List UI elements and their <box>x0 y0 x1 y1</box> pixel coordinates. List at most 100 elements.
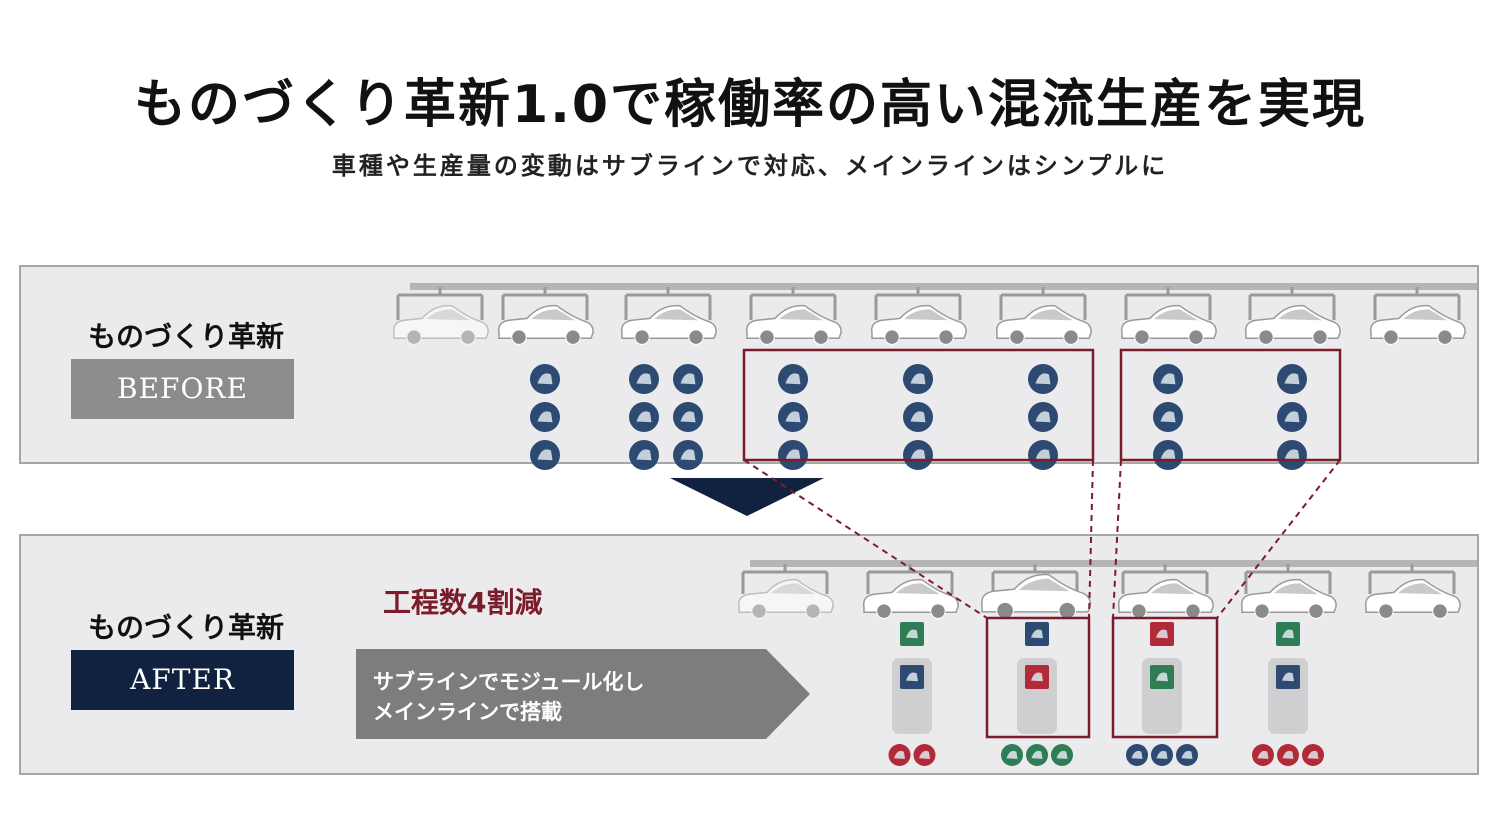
connector-line <box>1112 459 1122 619</box>
car-window <box>1274 583 1318 595</box>
car-window <box>1151 583 1195 595</box>
part-glyph <box>1284 411 1300 423</box>
part-icon <box>900 665 924 689</box>
part-glyph <box>1031 672 1043 682</box>
part-icon <box>530 364 560 394</box>
part-icon <box>913 744 936 766</box>
subline-arrow-text: サブラインでモジュール化し メインラインで搭載 <box>373 670 645 724</box>
part-icon <box>1302 744 1324 766</box>
part-glyph <box>906 629 918 639</box>
part-icon <box>903 364 933 394</box>
car-wheel <box>751 603 767 619</box>
part-glyph <box>1035 449 1051 461</box>
part-icon <box>530 440 560 470</box>
part-glyph <box>906 672 918 682</box>
part-icon <box>1176 744 1198 766</box>
part-icon <box>1028 402 1058 432</box>
car-window <box>1403 309 1447 321</box>
part-glyph <box>1307 750 1319 759</box>
car-body <box>745 304 842 339</box>
part-glyph <box>680 373 696 385</box>
before-label: ものづくり革新 <box>87 320 284 353</box>
part-glyph <box>1156 750 1168 759</box>
car-icon <box>497 304 594 345</box>
part-glyph <box>1284 373 1300 385</box>
car-wheel <box>1308 603 1324 619</box>
part-icon <box>673 364 703 394</box>
part-glyph <box>537 449 553 461</box>
part-glyph <box>537 411 553 423</box>
car-wheel <box>1134 329 1150 345</box>
car-window <box>531 309 575 321</box>
part-glyph <box>1160 449 1176 461</box>
car-window <box>1018 578 1070 592</box>
part-glyph <box>636 449 652 461</box>
part-glyph <box>1035 411 1051 423</box>
part-glyph <box>1131 750 1143 759</box>
part-icon <box>1151 744 1173 766</box>
car-body <box>392 304 489 339</box>
car-icon <box>1117 578 1214 619</box>
part-icon <box>903 402 933 432</box>
car-icon <box>392 304 489 345</box>
hanger <box>1248 287 1336 320</box>
connector-line <box>1088 459 1094 619</box>
part-glyph <box>1006 750 1018 759</box>
part-glyph <box>910 449 926 461</box>
hanger <box>1124 287 1212 320</box>
car-wheel <box>406 329 422 345</box>
before-line <box>410 283 1477 290</box>
part-icon <box>530 402 560 432</box>
part-icon <box>1153 440 1183 470</box>
car-body <box>1369 304 1466 339</box>
part-glyph <box>894 750 905 759</box>
car-icon <box>1120 304 1217 345</box>
part-glyph <box>1284 449 1300 461</box>
car-body <box>1240 578 1337 613</box>
hanger <box>749 287 837 320</box>
part-glyph <box>1156 629 1168 639</box>
car-wheel <box>1058 601 1076 620</box>
car-icon <box>1364 578 1461 619</box>
page-subtitle: 車種や生産量の変動はサブラインで対応、メインラインはシンプルに <box>331 152 1169 180</box>
after-rail <box>750 560 1477 567</box>
hanger <box>396 287 484 320</box>
car-icon <box>995 304 1092 345</box>
car-wheel <box>884 329 900 345</box>
car-wheel <box>1063 329 1079 345</box>
car-window <box>1398 583 1442 595</box>
hanger <box>1244 564 1332 594</box>
car-wheel <box>1188 329 1204 345</box>
car-wheel <box>759 329 775 345</box>
part-icon <box>1028 364 1058 394</box>
car-icon <box>1240 578 1337 619</box>
part-icon <box>673 402 703 432</box>
hanger <box>999 287 1087 320</box>
part-glyph <box>785 449 801 461</box>
part-glyph <box>1031 629 1043 639</box>
after-tag: AFTER <box>71 650 294 710</box>
car-window <box>1278 309 1322 321</box>
car-icon <box>981 573 1092 620</box>
before-panel: ものづくり革新 BEFORE <box>19 265 1479 464</box>
car-body <box>1244 304 1341 339</box>
car-wheel <box>1437 329 1453 345</box>
part-glyph <box>919 750 930 759</box>
car-body <box>497 304 594 339</box>
part-glyph <box>1257 750 1269 759</box>
before-highlight-box <box>1119 348 1342 462</box>
after-panel: ものづくり革新 AFTER 工程数4割減 サブラインでモジュール化し メインライ… <box>19 534 1479 775</box>
part-icon <box>629 440 659 470</box>
before-tag: BEFORE <box>71 359 294 419</box>
part-icon <box>1051 744 1073 766</box>
part-glyph <box>1160 411 1176 423</box>
car-wheel <box>1131 603 1147 619</box>
arrow-shape <box>356 649 810 739</box>
part-icon <box>629 364 659 394</box>
part-icon <box>1150 622 1174 646</box>
car-window <box>1154 309 1198 321</box>
car-wheel <box>1312 329 1328 345</box>
after-highlight-box <box>985 616 1091 739</box>
car-body <box>620 304 717 339</box>
